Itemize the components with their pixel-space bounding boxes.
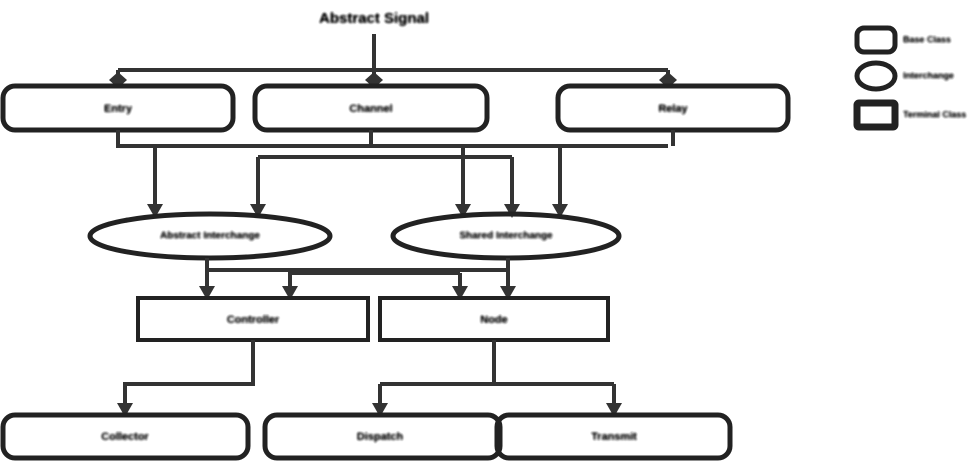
triangle-arrowhead-icon bbox=[455, 204, 471, 218]
edges-row2-to-row3 bbox=[199, 258, 516, 300]
edge-title-to-row1 bbox=[109, 34, 677, 88]
triangle-arrowhead-icon bbox=[606, 403, 622, 417]
triangle-arrowhead-icon bbox=[504, 204, 520, 218]
triangle-arrowhead-icon bbox=[500, 286, 516, 300]
legend: Base Class Interchange Terminal Class bbox=[853, 25, 966, 131]
node-box[interactable] bbox=[0, 412, 251, 461]
ellipse-icon bbox=[854, 60, 898, 92]
edge-segment bbox=[116, 130, 157, 206]
page-title: Abstract Signal bbox=[319, 10, 429, 27]
node-label: Controller bbox=[227, 314, 280, 326]
node-label: Entry bbox=[104, 103, 133, 115]
node-box[interactable] bbox=[262, 412, 503, 461]
legend-item-label: Base Class bbox=[903, 34, 951, 44]
node-label: Node bbox=[480, 314, 508, 326]
triangle-arrowhead-icon bbox=[250, 204, 266, 218]
node-ellipse[interactable] bbox=[87, 211, 333, 261]
node-label: Transmit bbox=[591, 431, 637, 443]
row3-group: Controller Node bbox=[136, 296, 610, 342]
row4-group: Collector Dispatch Transmit bbox=[0, 412, 733, 461]
triangle-arrowhead-icon bbox=[372, 403, 388, 417]
triangle-arrowhead-icon bbox=[147, 204, 163, 218]
edges-row3-to-row4 bbox=[117, 340, 622, 417]
node-label: Shared Interchange bbox=[459, 231, 553, 242]
triangle-arrowhead-icon bbox=[452, 286, 468, 300]
edges-row1-to-row2 bbox=[116, 130, 675, 218]
triangle-arrowhead-icon bbox=[199, 286, 215, 300]
rounded-rectangle-icon bbox=[854, 25, 898, 55]
legend-item-label: Terminal Class bbox=[903, 109, 966, 119]
legend-item-label: Interchange bbox=[903, 70, 954, 80]
node-label: Abstract Interchange bbox=[160, 231, 260, 242]
node-label: Relay bbox=[658, 103, 688, 115]
row2-group: Abstract Interchange Shared Interchange bbox=[87, 211, 622, 261]
edge-segment bbox=[123, 340, 255, 405]
node-label: Collector bbox=[101, 431, 149, 443]
node-label: Channel bbox=[349, 103, 392, 115]
triangle-arrowhead-icon bbox=[282, 286, 298, 300]
rectangle-icon bbox=[853, 99, 899, 131]
triangle-arrowhead-icon bbox=[117, 403, 133, 417]
node-label: Dispatch bbox=[357, 431, 404, 443]
triangle-arrowhead-icon bbox=[552, 204, 568, 218]
row1-group: Entry Channel Relay bbox=[0, 83, 791, 133]
node-box[interactable] bbox=[494, 412, 733, 461]
diagram-title-group: Abstract Signal bbox=[319, 10, 429, 27]
